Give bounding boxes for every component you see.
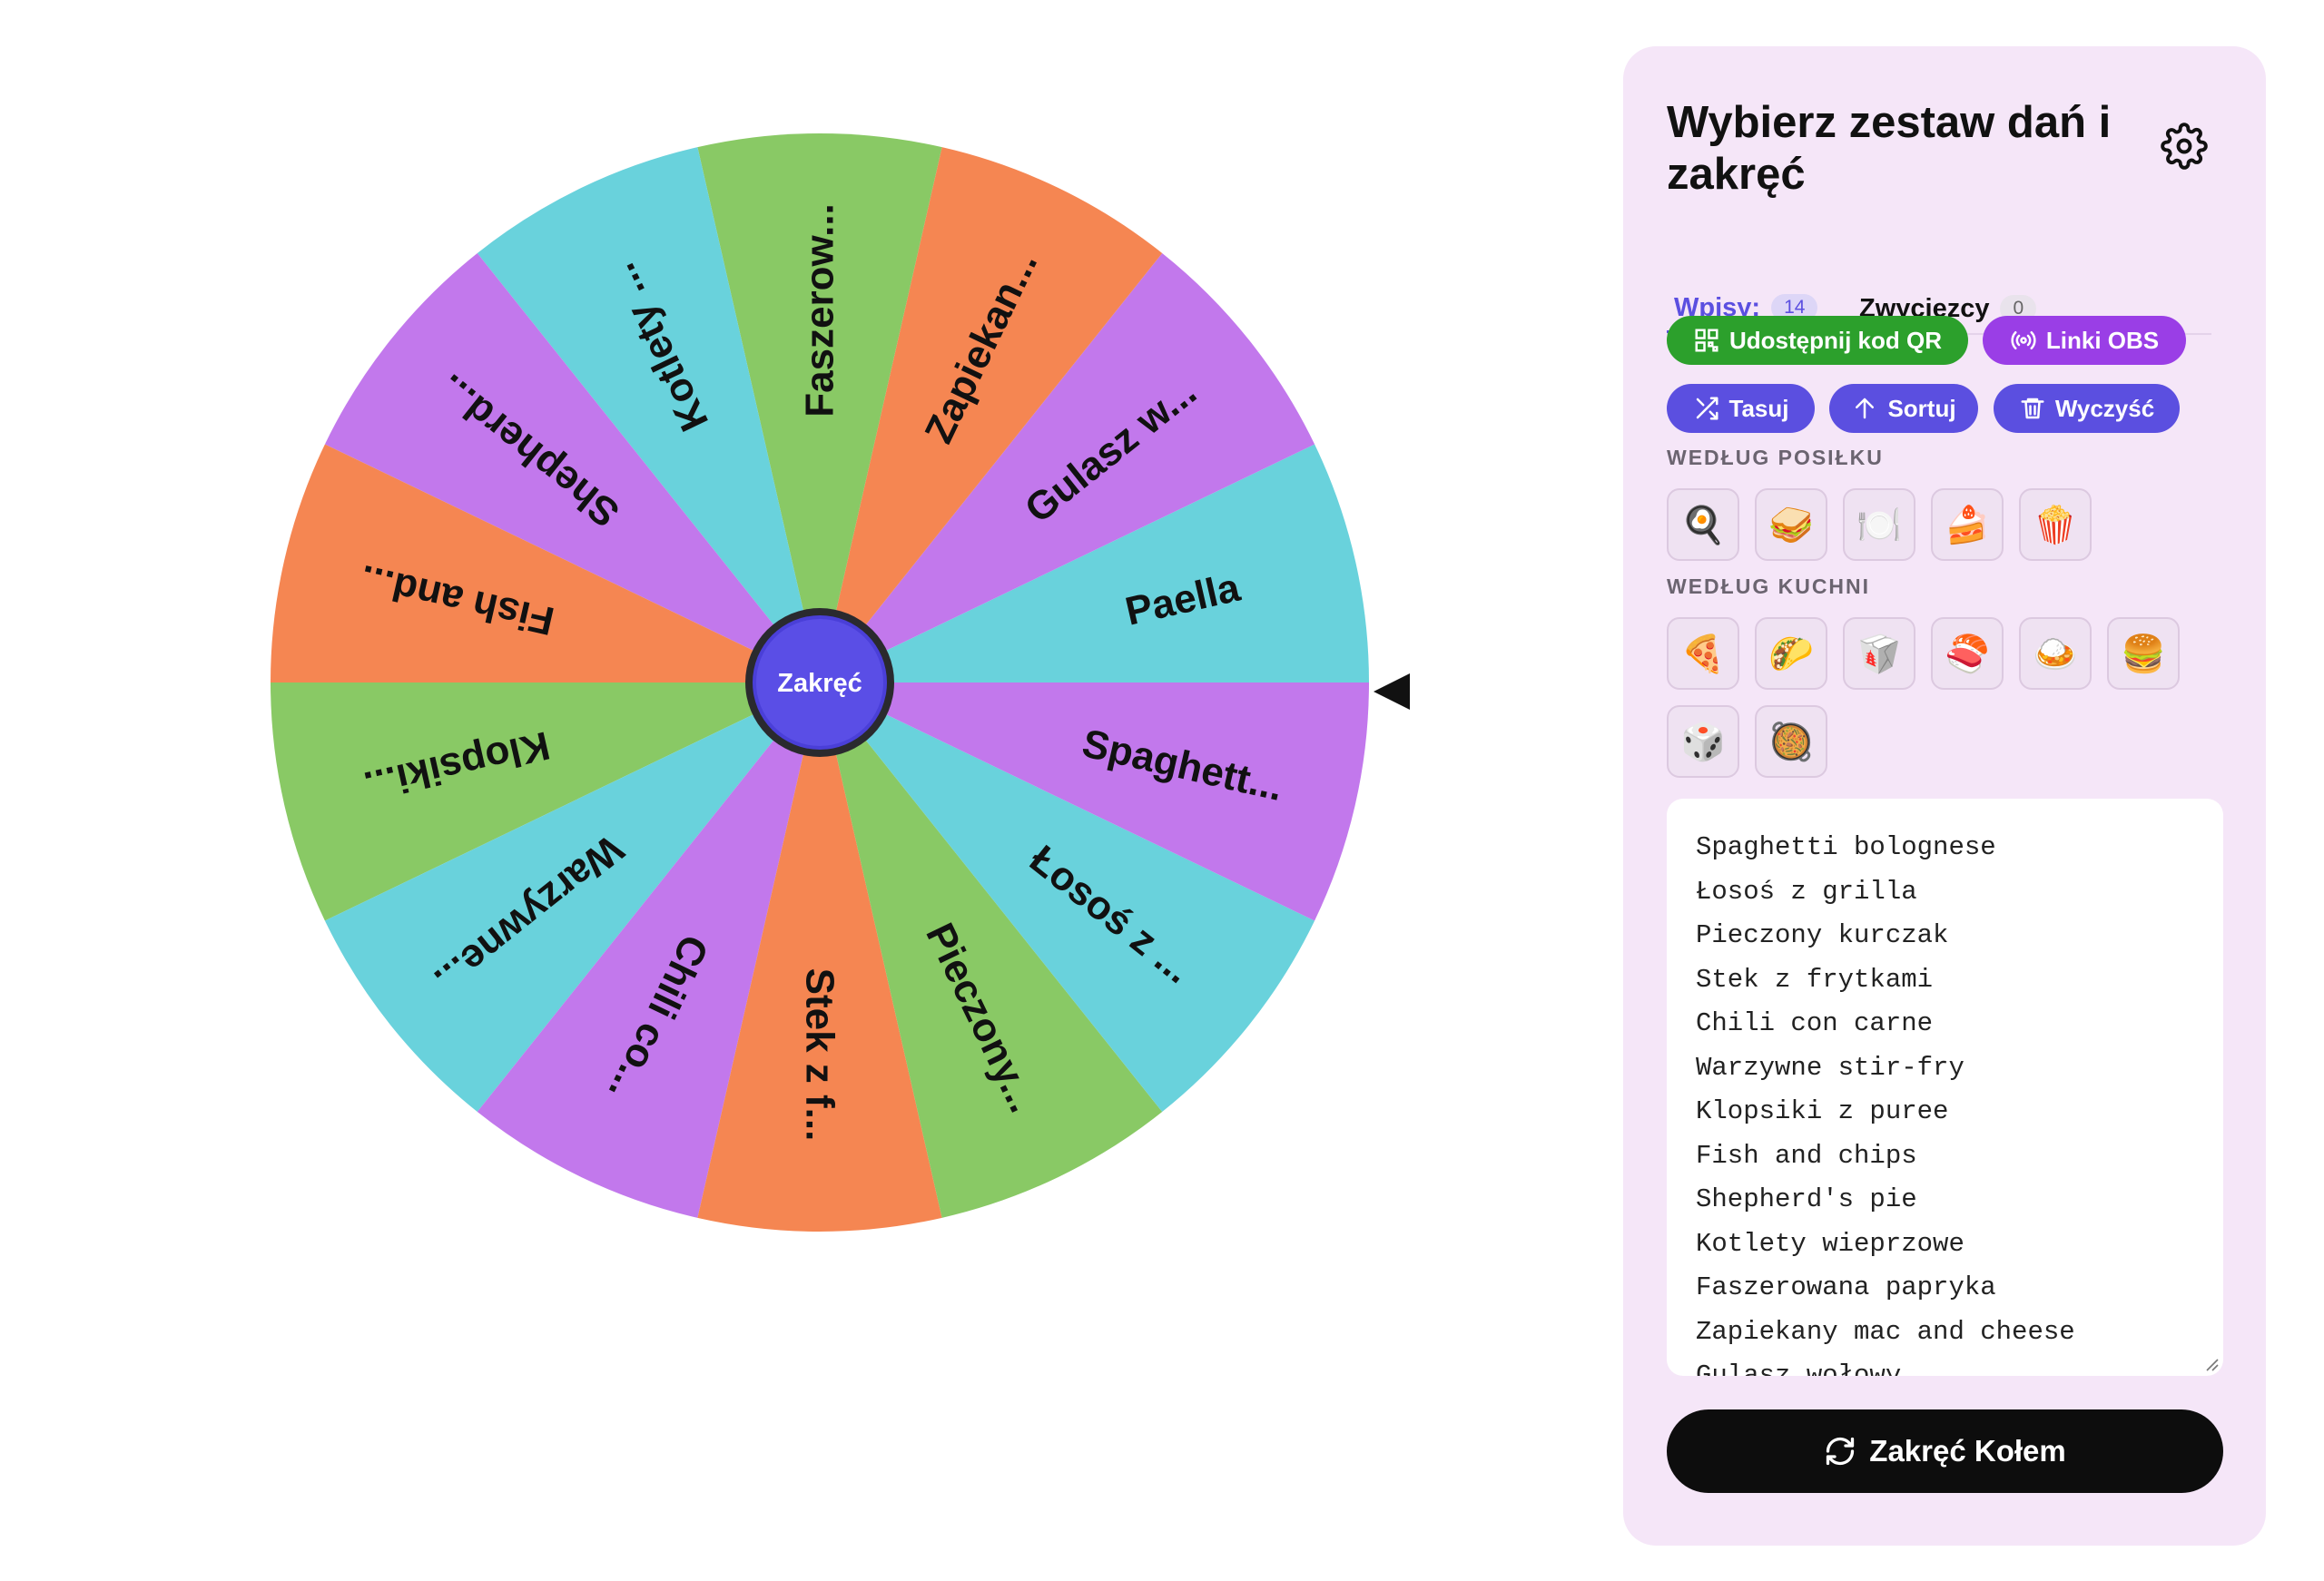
wheel-pointer-icon <box>1374 673 1410 710</box>
spin-wheel-button[interactable]: Zakręć Kołem <box>1667 1409 2223 1493</box>
share-qr-label: Udostępnij kod QR <box>1729 326 1942 354</box>
shuffle-label: Tasuj <box>1728 394 1789 422</box>
cuisine-italian-button[interactable]: 🍕 <box>1667 617 1739 690</box>
shuffle-icon <box>1696 397 1718 420</box>
meal-dinner-button[interactable]: 🍽️ <box>1843 488 1915 561</box>
obs-links-button[interactable]: Linki OBS <box>1983 316 2186 365</box>
hub-button[interactable]: Zakręć <box>745 608 894 757</box>
entry-line: Fish and chips <box>1696 1140 1917 1171</box>
cuisine-american-button[interactable]: 🍔 <box>2107 617 2180 690</box>
entry-line: Spaghetti bolognese <box>1696 832 1996 862</box>
gear-icon[interactable] <box>2161 123 2208 170</box>
entry-line: Gulasz wołowy <box>1696 1360 1902 1376</box>
hub-label: Zakręć <box>777 669 862 698</box>
cuisine-japanese-button[interactable]: 🍣 <box>1931 617 2004 690</box>
cuisine-chinese-button[interactable]: 🥡 <box>1843 617 1915 690</box>
wheel-segment <box>477 147 820 683</box>
arrow-up-icon <box>1856 398 1875 419</box>
meal-breakfast-button[interactable]: 🍳 <box>1667 488 1739 561</box>
entry-line: Stek z frytkami <box>1696 964 1934 995</box>
shuffle-button[interactable]: Tasuj <box>1667 384 1815 433</box>
spin-wheel-label: Zakręć Kołem <box>1869 1434 2066 1468</box>
wheel-segment <box>820 444 1369 682</box>
meal-section-label: WEDŁUG POSIŁKU <box>1667 446 1884 469</box>
entry-line: Shepherd's pie <box>1696 1184 1917 1214</box>
wheel-segment <box>820 682 1315 1113</box>
entry-line: Warzywne stir-fry <box>1696 1052 1965 1083</box>
cuisine-random-button[interactable]: 🎲 <box>1667 705 1739 778</box>
entry-line: Kotlety wieprzowe <box>1696 1228 1965 1259</box>
entry-line: Pieczony kurczak <box>1696 920 1949 950</box>
wheel-segment-label: Stek z f... <box>798 968 842 1142</box>
cuisine-indian-button[interactable]: 🍛 <box>2019 617 2092 690</box>
entry-line: Klopsiki z puree <box>1696 1096 1949 1126</box>
wheel-segment <box>820 147 1163 683</box>
wheel-segment <box>697 133 942 682</box>
sort-label: Sortuj <box>1887 394 1956 422</box>
qr-code-icon <box>1695 329 1718 352</box>
trash-icon <box>2021 398 2044 419</box>
resize-handle-icon[interactable] <box>2203 1356 2220 1372</box>
wheel-segment <box>324 252 821 682</box>
wheel-segment <box>820 252 1315 682</box>
obs-links-label: Linki OBS <box>2045 326 2160 354</box>
cuisine-section-label: WEDŁUG KUCHNI <box>1667 574 1871 598</box>
cuisine-spanish-button[interactable]: 🥘 <box>1755 705 1827 778</box>
panel-title: Wybierz zestaw dań i zakręć <box>1667 98 2112 199</box>
clear-label: Wyczyść <box>2054 394 2155 422</box>
wheel-segment <box>477 682 820 1218</box>
entries-textarea[interactable]: Spaghetti bolognese Łosoś z grilla Piecz… <box>1667 799 2223 1376</box>
refresh-icon <box>1827 1437 1855 1466</box>
wheel-segment <box>271 682 820 921</box>
wheel-segment <box>271 444 820 682</box>
entry-line: Zapiekany mac and cheese <box>1696 1316 2075 1347</box>
entry-line: Łosoś z grilla <box>1696 876 1917 907</box>
wheel-segment <box>820 682 1163 1218</box>
clear-button[interactable]: Wyczyść <box>1994 384 2180 433</box>
wheel-segment <box>324 682 821 1113</box>
share-qr-button[interactable]: Udostępnij kod QR <box>1667 316 1968 365</box>
sort-button[interactable]: Sortuj <box>1829 384 1978 433</box>
meal-sandwich-button[interactable]: 🥪 <box>1755 488 1827 561</box>
entry-line: Faszerowana papryka <box>1696 1272 1996 1302</box>
entries-panel: Wybierz zestaw dań i zakręć Wpisy: 14 Zw… <box>1623 46 2266 1546</box>
wheel-segment-label: Faszerow... <box>798 203 842 417</box>
meal-dessert-button[interactable]: 🍰 <box>1931 488 2004 561</box>
meal-snack-button[interactable]: 🍿 <box>2019 488 2092 561</box>
cuisine-mexican-button[interactable]: 🌮 <box>1755 617 1827 690</box>
wheel-segment <box>820 682 1369 921</box>
entry-line: Chili con carne <box>1696 1008 1934 1038</box>
broadcast-icon <box>2011 331 2036 349</box>
wheel-segment <box>697 682 942 1232</box>
